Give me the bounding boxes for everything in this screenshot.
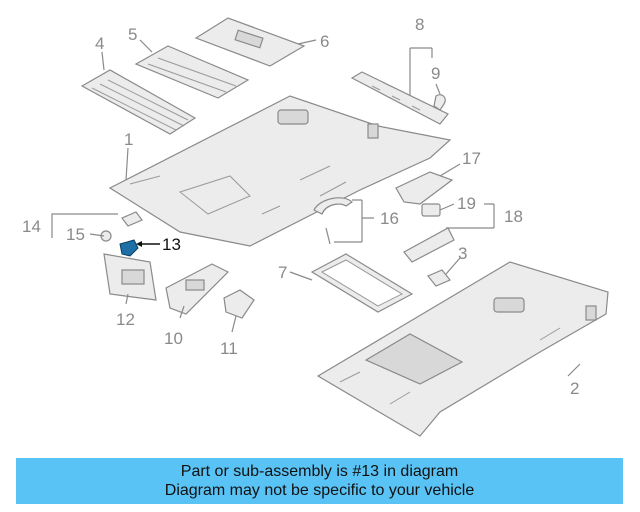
part-3-bracket [427, 269, 451, 287]
callout-19: 19 [457, 194, 476, 213]
callout-12: 12 [116, 310, 135, 329]
callout-8: 8 [415, 15, 424, 34]
banner-line-1: Part or sub-assembly is #13 in diagram [180, 463, 459, 480]
callout-17: 17 [462, 149, 481, 168]
part-1-headliner [108, 95, 452, 247]
part-9-clip [433, 94, 446, 111]
part-10-lamp [165, 263, 230, 315]
parts-diagram: 4 5 6 8 9 1 17 19 18 14 15 16 13 3 7 12 … [22, 15, 609, 437]
part-16-handle [313, 197, 353, 245]
part-17-bracket [395, 171, 454, 205]
callout-15: 15 [66, 225, 85, 244]
callout-16: 16 [380, 209, 399, 228]
callout-1: 1 [124, 130, 133, 149]
part-4-pad [80, 69, 197, 135]
callout-9: 9 [431, 64, 440, 83]
callout-14: 14 [22, 217, 41, 236]
callout-2: 2 [570, 379, 579, 398]
part-18-bracket [403, 227, 455, 263]
part-14-clip [121, 211, 143, 227]
part-5-pad [134, 45, 250, 99]
info-banner: Part or sub-assembly is #13 in diagram D… [16, 458, 623, 504]
callout-7: 7 [278, 263, 287, 282]
part-12-sunvisor [103, 253, 157, 301]
part-8-rail [350, 71, 449, 125]
banner-line-2: Diagram may not be specific to your vehi… [164, 482, 475, 499]
part-2-headliner [316, 261, 609, 437]
part-7-frame [310, 253, 414, 313]
callout-6: 6 [320, 32, 329, 51]
part-13-clip [119, 239, 139, 257]
part-6-pad [194, 17, 306, 67]
callouts: 4 5 6 8 9 1 17 19 18 14 15 16 13 3 7 12 … [22, 15, 579, 398]
callout-4: 4 [95, 34, 104, 53]
callout-13: 13 [162, 235, 181, 254]
callout-10: 10 [164, 329, 183, 348]
callout-3: 3 [458, 244, 467, 263]
part-11-switch [223, 289, 255, 319]
leader-lines [51, 39, 581, 377]
part-19-clip [421, 203, 441, 217]
callout-18: 18 [504, 207, 523, 226]
callout-5: 5 [128, 25, 137, 44]
callout-11: 11 [220, 339, 238, 358]
